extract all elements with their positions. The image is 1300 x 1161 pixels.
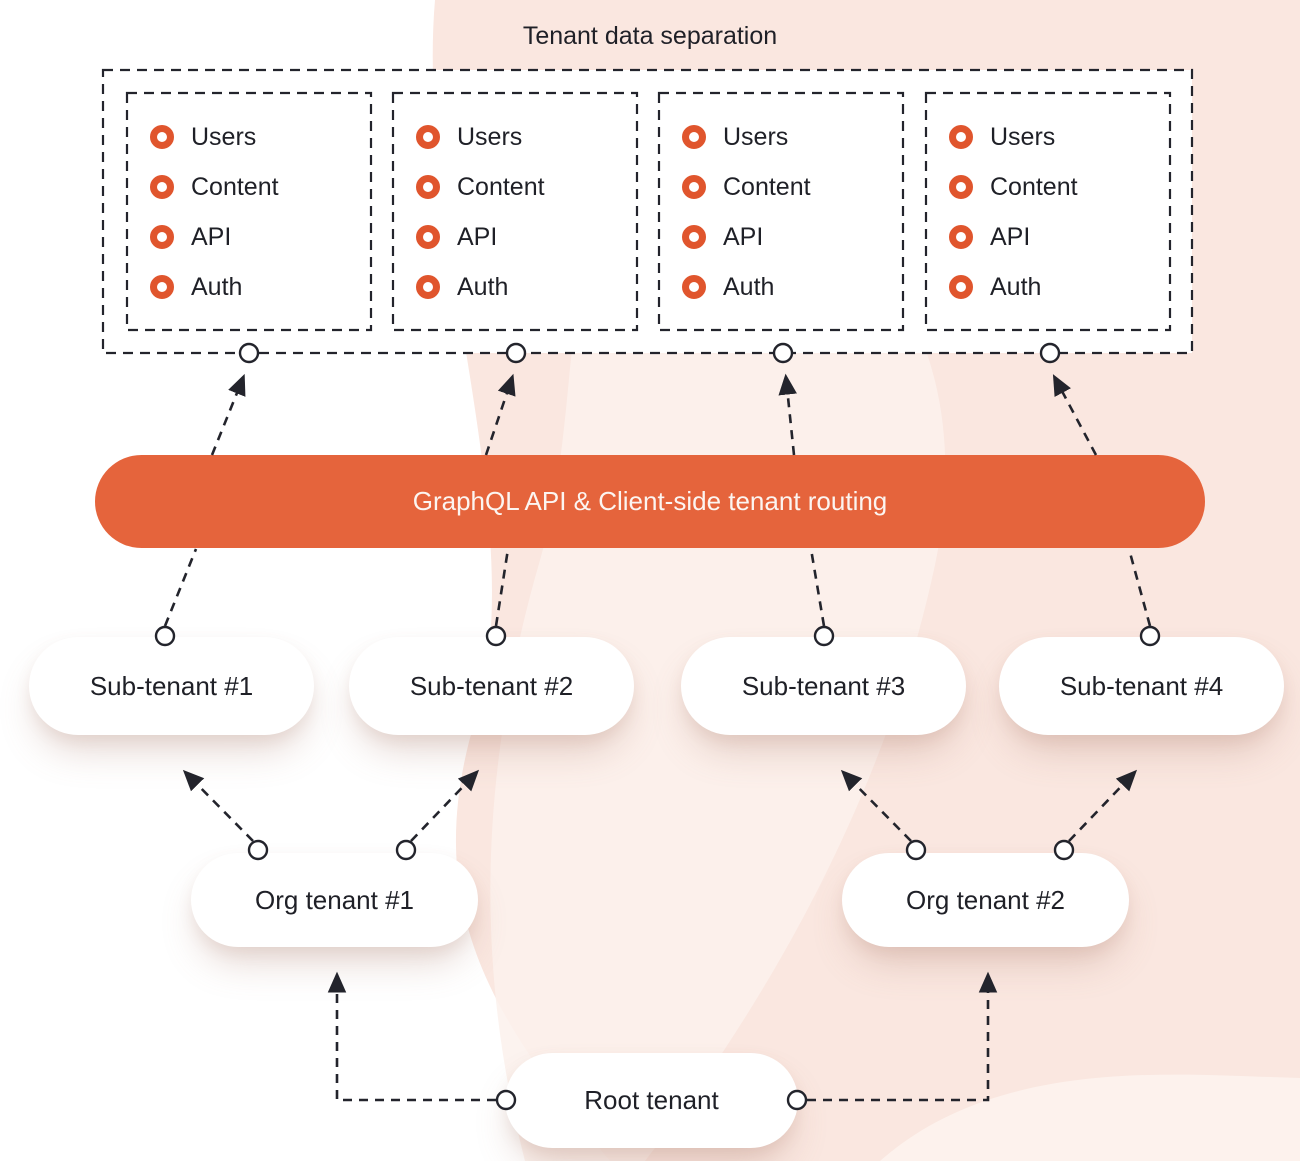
tenant-box-item-label: Content [723,172,811,201]
tenant-box-item: Users [416,112,606,162]
node-label: Sub-tenant #2 [409,670,574,701]
dashed-arrow-org2-to-sub4 [1068,769,1138,842]
tenant-box-item-label: Users [457,122,523,151]
tenant-box-item: Content [416,162,606,212]
bullet-ring-icon [949,275,973,299]
tenant-box-item-label: API [723,222,764,251]
page-title: Tenant data separation [522,22,778,50]
connector-dot [772,342,794,364]
tenant-box-item: API [416,212,606,262]
tenant-box-item-label: Auth [191,272,243,301]
dashed-arrow-root-to-org2 [807,971,998,1102]
dashed-line-sub4-to-bar [1127,548,1152,627]
tenant-box-item: Users [150,112,340,162]
bullet-ring-icon [150,175,174,199]
dashed-line-sub2-to-bar [494,548,510,627]
bullet-ring-icon [416,175,440,199]
node-label: Sub-tenant #4 [1059,670,1224,701]
tenant-box-item-label: Content [457,172,545,201]
tenant-box-item-label: Content [990,172,1078,201]
tenant-box-item-label: Users [990,122,1056,151]
tenant-box-item: Auth [682,262,872,312]
connector-dot [238,342,260,364]
org-tenant-node-1: Org tenant #1 [191,853,478,947]
tenant-box-item: API [949,212,1139,262]
tenant-box-item: API [150,212,340,262]
dashed-line-sub1-to-bar [163,548,198,627]
dashed-arrow-bar-to-box-2 [484,373,516,456]
bullet-ring-icon [150,225,174,249]
bullet-ring-icon [416,125,440,149]
tenant-box-item: Auth [949,262,1139,312]
tenant-box-item-label: Users [723,122,789,151]
connector-dot [1039,342,1061,364]
tenant-box-item: Users [949,112,1139,162]
tenant-box: Users Content API Auth [949,112,1139,312]
tenant-box-item-label: API [457,222,498,251]
tenant-box-item: Content [682,162,872,212]
graphql-routing-bar: GraphQL API & Client-side tenant routing [95,455,1205,548]
background-pink-light-band [880,1074,1300,1161]
tenant-box-item: Users [682,112,872,162]
bullet-ring-icon [949,175,973,199]
graphql-routing-bar-label: GraphQL API & Client-side tenant routing [412,486,888,516]
tenant-box: Users Content API Auth [150,112,340,312]
bullet-ring-icon [416,275,440,299]
dashed-arrow-org2-to-sub3 [840,769,912,842]
tenant-box-item: API [682,212,872,262]
tenant-box-item-label: API [990,222,1031,251]
bullet-ring-icon [150,125,174,149]
tenant-box-item-label: Users [191,122,257,151]
dashed-arrow-org1-to-sub1 [182,769,254,842]
bullet-ring-icon [682,275,706,299]
tenant-box-item-label: Content [191,172,279,201]
node-label: Sub-tenant #1 [89,670,254,701]
org-tenant-node-2: Org tenant #2 [842,853,1129,947]
dashed-arrow-org1-to-sub2 [410,769,480,842]
dashed-arrow-root-to-org1 [327,971,496,1102]
tenant-box-item: Content [150,162,340,212]
tenant-box: Users Content API Auth [416,112,606,312]
sub-tenant-node-1: Sub-tenant #1 [29,637,314,735]
sub-tenant-node-2: Sub-tenant #2 [349,637,634,735]
dashed-arrow-bar-to-box-1 [210,373,246,456]
node-label: Root tenant [584,1085,719,1115]
tenant-box-item-label: Auth [457,272,509,301]
bullet-ring-icon [949,125,973,149]
sub-tenant-node-4: Sub-tenant #4 [999,637,1284,735]
tenant-box-item-label: Auth [723,272,775,301]
tenant-box-item: Auth [416,262,606,312]
dashed-line-sub3-to-bar [809,548,826,627]
node-label: Sub-tenant #3 [741,670,906,701]
dashed-arrow-bar-to-box-3 [778,373,797,456]
tenant-box-item: Content [949,162,1139,212]
bullet-ring-icon [949,225,973,249]
node-label: Org tenant #1 [255,884,414,915]
tenant-box: Users Content API Auth [682,112,872,312]
bullet-ring-icon [682,175,706,199]
bullet-ring-icon [150,275,174,299]
connector-dot [505,342,527,364]
bullet-ring-icon [416,225,440,249]
bullet-ring-icon [682,225,706,249]
root-tenant-node: Root tenant [505,1053,798,1148]
tenant-box-item: Auth [150,262,340,312]
dashed-arrow-bar-to-box-4 [1052,374,1098,456]
tenant-box-item-label: Auth [990,272,1042,301]
tenant-box-item-label: API [191,222,232,251]
node-label: Org tenant #2 [906,884,1065,915]
bullet-ring-icon [682,125,706,149]
sub-tenant-node-3: Sub-tenant #3 [681,637,966,735]
